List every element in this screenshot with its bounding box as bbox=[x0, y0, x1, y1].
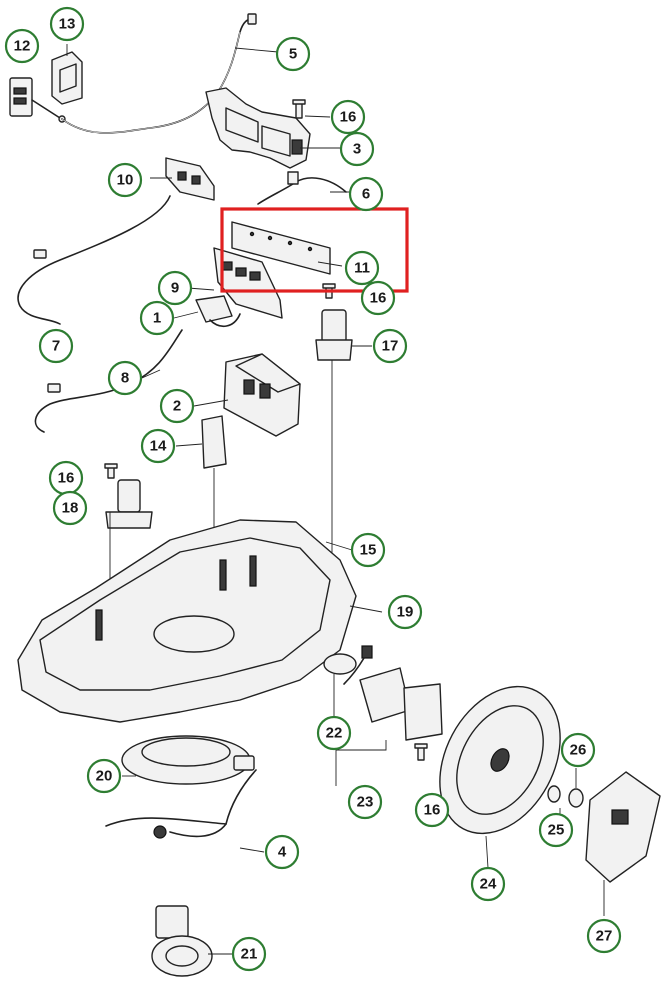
svg-text:25: 25 bbox=[548, 822, 565, 839]
callout-23: 23 bbox=[347, 784, 383, 820]
svg-text:19: 19 bbox=[397, 604, 414, 621]
svg-text:22: 22 bbox=[326, 725, 343, 742]
callout-16: 16 bbox=[414, 792, 450, 828]
highlight-box-part-11 bbox=[220, 207, 409, 293]
callout-18: 18 bbox=[52, 490, 88, 526]
svg-text:27: 27 bbox=[596, 928, 613, 945]
callout-19: 19 bbox=[387, 594, 423, 630]
callout-11: 11 bbox=[344, 250, 380, 286]
svg-text:16: 16 bbox=[58, 470, 75, 487]
callout-20: 20 bbox=[86, 758, 122, 794]
svg-text:16: 16 bbox=[370, 290, 387, 307]
svg-text:8: 8 bbox=[121, 370, 129, 387]
part-11-pcb bbox=[231, 221, 343, 275]
svg-text:9: 9 bbox=[171, 280, 179, 297]
svg-text:17: 17 bbox=[382, 338, 399, 355]
svg-text:20: 20 bbox=[96, 768, 113, 785]
part-12-connector-board bbox=[9, 77, 66, 123]
callout-2: 2 bbox=[159, 388, 195, 424]
svg-text:7: 7 bbox=[52, 338, 60, 355]
callout-16: 16 bbox=[360, 280, 396, 316]
svg-text:15: 15 bbox=[360, 542, 377, 559]
callout-7: 7 bbox=[38, 328, 74, 364]
svg-text:6: 6 bbox=[362, 186, 370, 203]
part-17-motor-mount bbox=[315, 309, 372, 600]
part-23-wheel-motor bbox=[335, 645, 443, 786]
callout-26: 26 bbox=[560, 732, 596, 768]
callout-21: 21 bbox=[231, 936, 267, 972]
svg-text:11: 11 bbox=[354, 260, 370, 277]
part-1-connector bbox=[173, 295, 241, 327]
callout-25: 25 bbox=[538, 812, 574, 848]
svg-text:13: 13 bbox=[59, 16, 76, 33]
svg-text:16: 16 bbox=[340, 109, 357, 126]
callout-17: 17 bbox=[372, 328, 408, 364]
callout-14: 14 bbox=[140, 428, 176, 464]
svg-text:26: 26 bbox=[570, 742, 587, 759]
part-25-26-washer-nut bbox=[547, 768, 584, 820]
svg-text:4: 4 bbox=[278, 844, 287, 861]
part-16-screw-motor bbox=[414, 743, 428, 761]
svg-text:3: 3 bbox=[353, 141, 361, 158]
part-18-motor-mount bbox=[105, 479, 153, 600]
callout-10: 10 bbox=[107, 162, 143, 198]
callout-24: 24 bbox=[470, 866, 506, 902]
svg-text:16: 16 bbox=[424, 802, 441, 819]
callout-16: 16 bbox=[48, 460, 84, 496]
part-13-bracket bbox=[51, 44, 83, 105]
callout-3: 3 bbox=[339, 131, 375, 167]
part-2-control-unit bbox=[193, 353, 301, 437]
part-3-bracket-assembly bbox=[205, 87, 342, 169]
part-16-screw-left bbox=[104, 463, 118, 479]
callout-4: 4 bbox=[264, 834, 300, 870]
callout-6: 6 bbox=[348, 176, 384, 212]
part-4-sensor-cable bbox=[105, 755, 265, 853]
svg-text:10: 10 bbox=[117, 172, 134, 189]
callout-13: 13 bbox=[49, 6, 85, 42]
callout-22: 22 bbox=[316, 715, 352, 751]
svg-text:18: 18 bbox=[62, 500, 79, 517]
callout-5: 5 bbox=[275, 36, 311, 72]
svg-text:23: 23 bbox=[357, 794, 374, 811]
callout-1: 1 bbox=[139, 300, 175, 336]
callout-16: 16 bbox=[330, 99, 366, 135]
svg-text:2: 2 bbox=[173, 398, 181, 415]
part-24-drive-wheel bbox=[439, 685, 561, 869]
svg-text:5: 5 bbox=[289, 46, 297, 63]
svg-text:14: 14 bbox=[150, 438, 167, 455]
callout-8: 8 bbox=[107, 360, 143, 396]
callout-27: 27 bbox=[586, 918, 622, 954]
callout-15: 15 bbox=[350, 532, 386, 568]
callout-9: 9 bbox=[157, 270, 193, 306]
svg-text:1: 1 bbox=[153, 310, 161, 327]
svg-text:21: 21 bbox=[241, 946, 258, 963]
part-6-wire-harness bbox=[257, 171, 350, 205]
part-16-screw-top bbox=[292, 99, 331, 119]
callout-12: 12 bbox=[4, 28, 40, 64]
part-20-ring bbox=[121, 735, 251, 785]
part-10-board bbox=[150, 157, 215, 201]
part-22-o-ring bbox=[323, 653, 357, 716]
svg-text:12: 12 bbox=[14, 38, 31, 55]
part-27-hub-cap bbox=[585, 771, 661, 916]
part-14-pad bbox=[175, 415, 227, 560]
part-21-caster-wheel bbox=[151, 905, 232, 977]
svg-text:24: 24 bbox=[480, 876, 497, 893]
part-8-cable bbox=[34, 329, 183, 433]
part-15-chassis bbox=[17, 519, 383, 723]
part-9-main-board bbox=[187, 247, 283, 319]
